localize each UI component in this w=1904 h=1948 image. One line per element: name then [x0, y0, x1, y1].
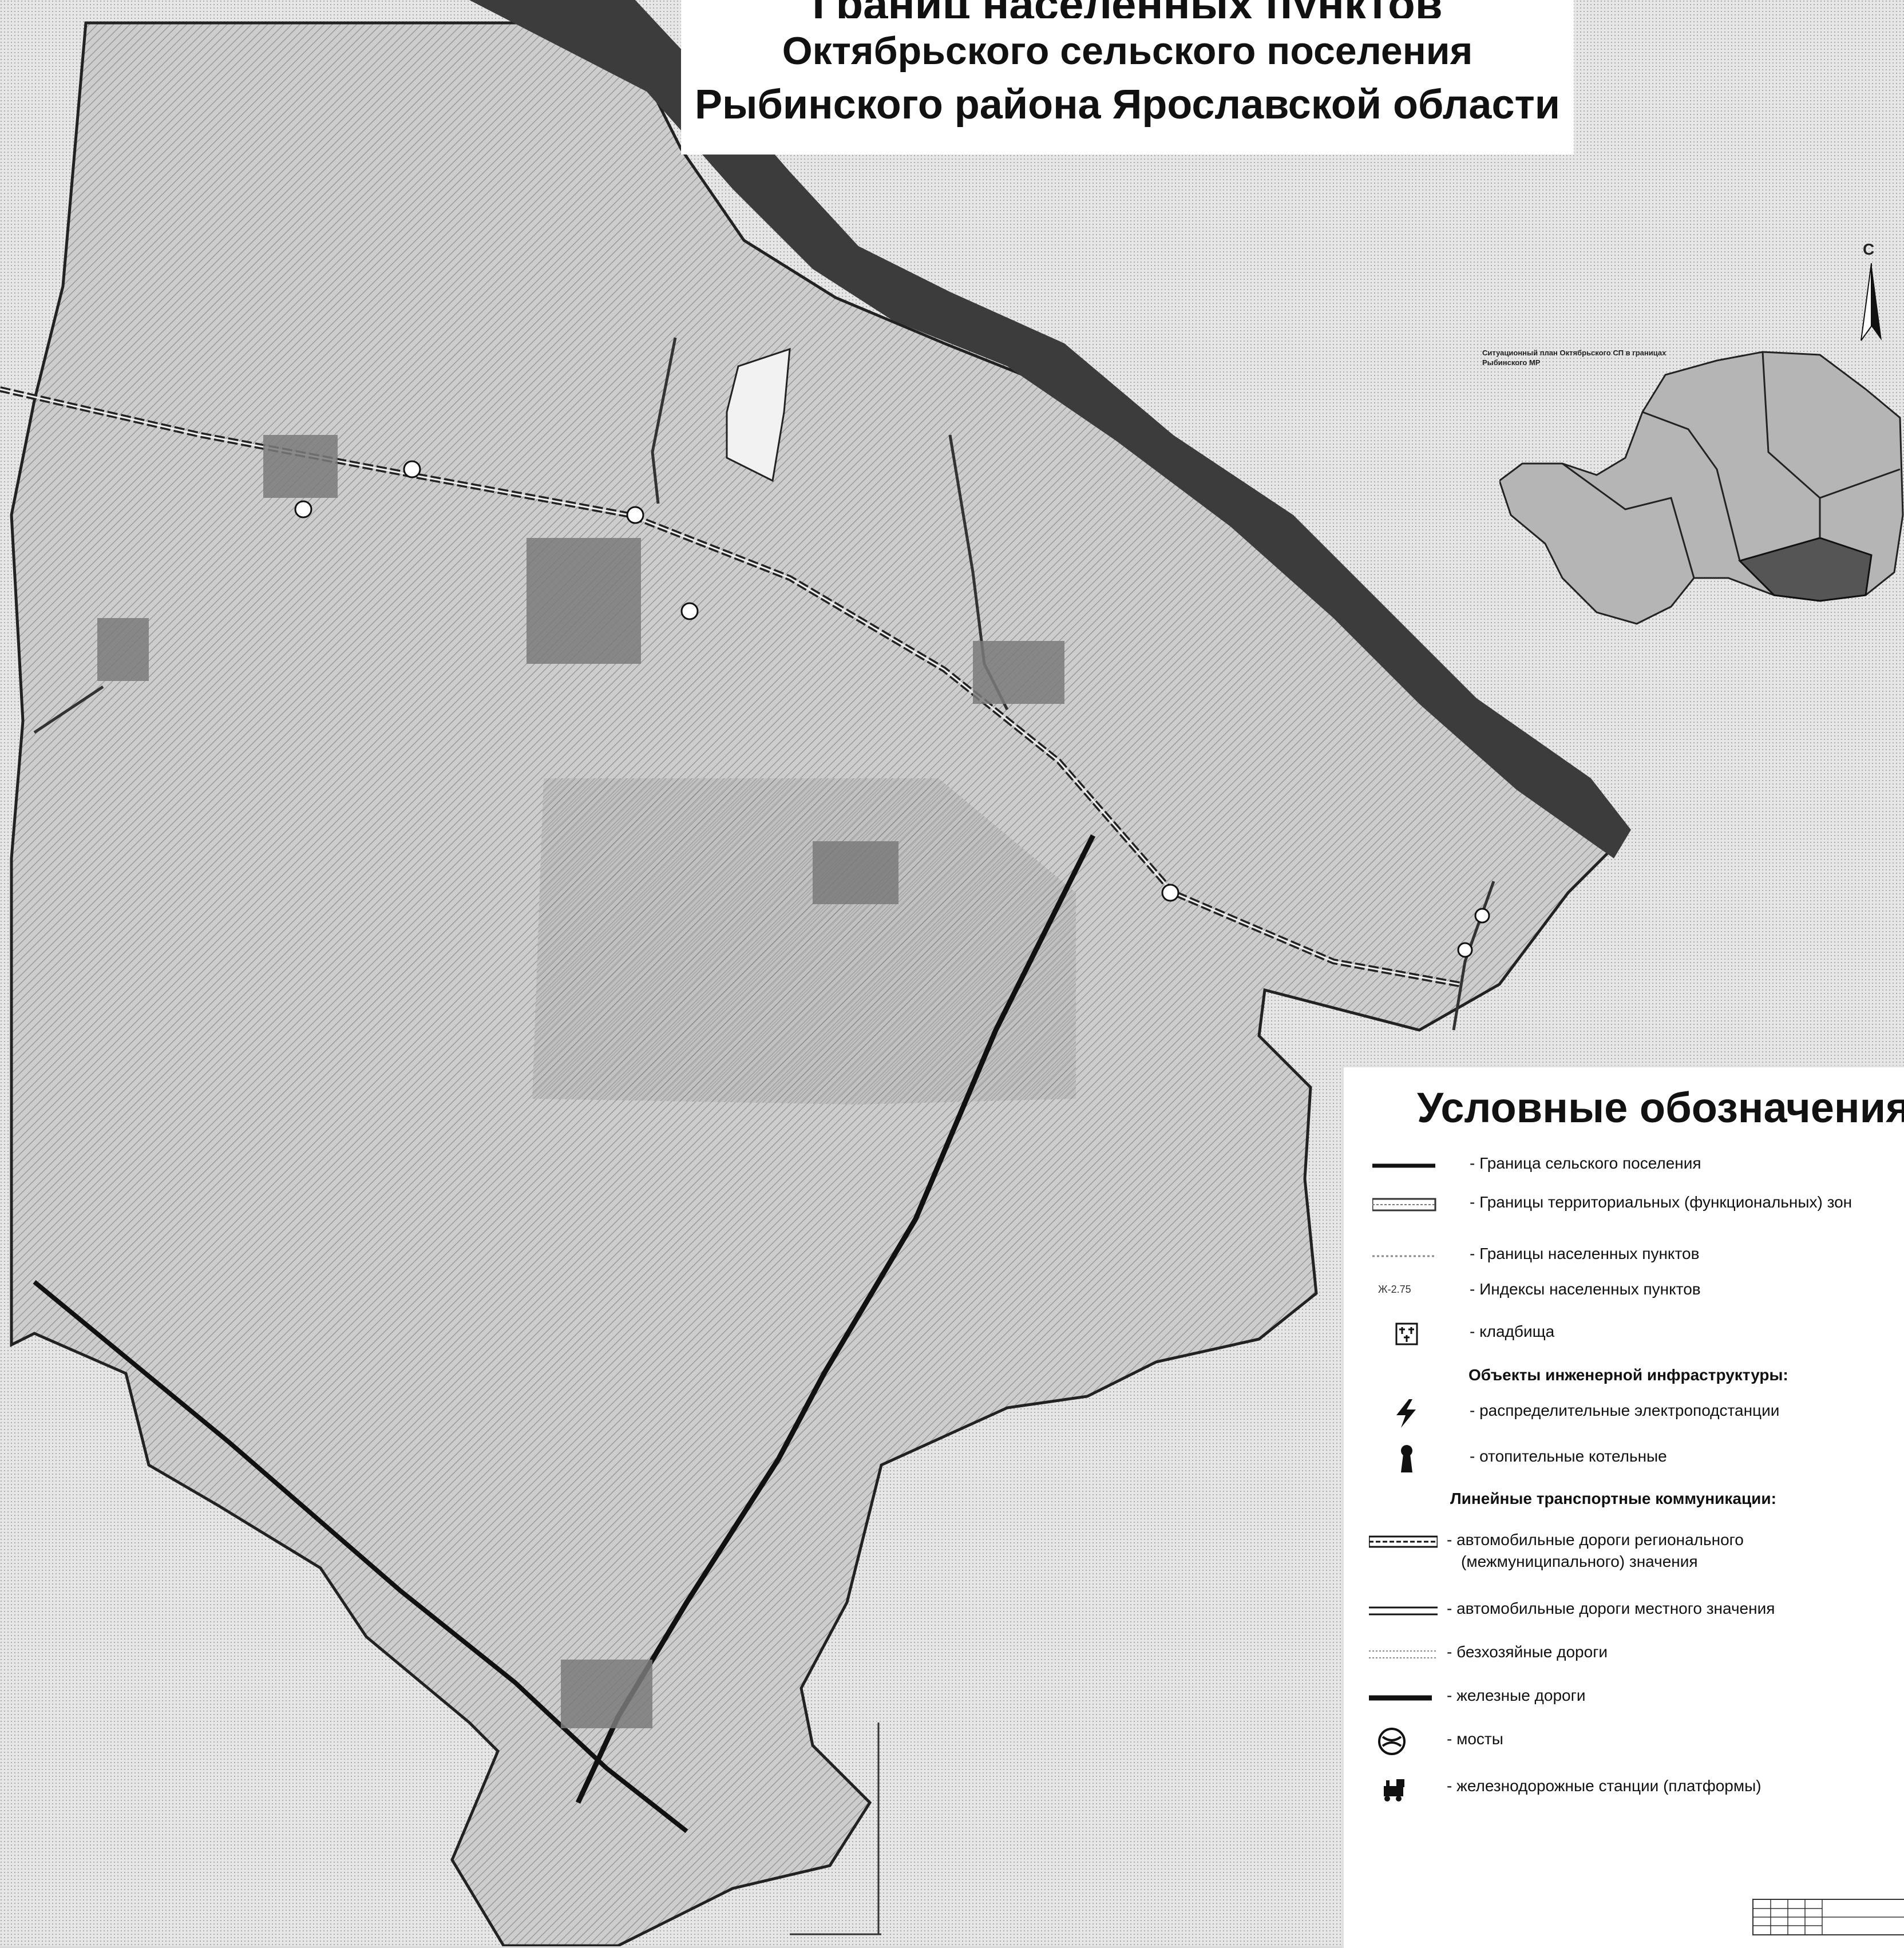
legend-row-settlement-boundary: - Граница сельского поселения	[1344, 1149, 1904, 1183]
legend-text: - отопительные котельные	[1470, 1447, 1667, 1465]
legend-text: - кладбища	[1470, 1323, 1555, 1340]
agricultural-block	[532, 778, 1076, 1104]
localities	[97, 435, 1064, 1728]
legend-row-locality-index: Ж-2.75 - Индексы населенных пунктов	[1344, 1274, 1904, 1309]
legend-text: - мосты	[1447, 1730, 1503, 1748]
zone-boundary-symbol	[1372, 1198, 1436, 1211]
local-road-symbol	[1369, 1606, 1438, 1616]
title-line-2: Рыбинского района Ярославской области	[694, 82, 1561, 128]
legend-text: - железнодорожные станции (платформы)	[1447, 1777, 1762, 1795]
legend-text: - Граница сельского поселения	[1470, 1154, 1701, 1172]
legend-text: - Границы населенных пунктов	[1470, 1245, 1700, 1262]
legend-text: - Границы территориальных (функциональны…	[1470, 1193, 1852, 1211]
legend-row-zone-boundary: - Границы территориальных (функциональны…	[1344, 1187, 1904, 1222]
legend-row-railway: - железные дороги	[1344, 1681, 1904, 1715]
legend-row-cemetery: - кладбища	[1344, 1317, 1904, 1351]
cemetery-icon	[1395, 1323, 1418, 1345]
legend-text: - автомобильные дороги местного значения	[1447, 1599, 1775, 1617]
ownerless-road-symbol	[1369, 1650, 1438, 1658]
white-lot	[726, 347, 791, 482]
map-title-panel: Границ населенных пунктов Октябрьского с…	[681, 0, 1574, 155]
north-letter: С	[1863, 240, 1875, 258]
legend-row-local-road: - автомобильные дороги местного значения	[1344, 1594, 1904, 1628]
legend-text-2: (межмуниципального) значения	[1461, 1553, 1698, 1570]
legend-text: - безхозяйные дороги	[1447, 1643, 1608, 1661]
legend-row-substation: - распределительные электроподстанции	[1344, 1396, 1904, 1430]
legend-row-bridge: - мосты	[1344, 1724, 1904, 1759]
legend-text: - Индексы населенных пунктов	[1470, 1280, 1701, 1298]
title-block-stamp	[1752, 1899, 1904, 1935]
regional-road-symbol	[1369, 1535, 1438, 1548]
situation-inset-map	[1499, 351, 1904, 625]
bridge-icon	[1378, 1728, 1406, 1755]
railway-symbol	[1369, 1695, 1432, 1701]
river	[469, 0, 1631, 858]
legend-section-infrastructure: Объекты инженерной инфраструктуры:	[1468, 1366, 1788, 1384]
legend-row-ownerless-road: - безхозяйные дороги	[1344, 1637, 1904, 1672]
inset-caption: Ситуационный план Октябрьского СП в гран…	[1482, 349, 1667, 367]
legend-text: - автомобильные дороги регионального	[1447, 1531, 1744, 1549]
title-line-1: Октябрьского сельского поселения	[782, 29, 1473, 73]
railway-2	[33, 1280, 688, 1834]
legend-text: - железные дороги	[1447, 1686, 1586, 1704]
legend-text: - распределительные электроподстанции	[1470, 1401, 1780, 1419]
legend-section-transport: Линейные транспортные коммуникации:	[1450, 1490, 1776, 1507]
bridges	[294, 460, 1490, 958]
legend-panel: Условные обозначения: - Граница сельског…	[1342, 1066, 1904, 1948]
legend-row-boiler: - отопительные котельные	[1344, 1442, 1904, 1476]
station-icon	[1384, 1779, 1404, 1801]
legend-row-locality-boundary: - Границы населенных пунктов	[1344, 1239, 1904, 1273]
substation-icon	[1396, 1399, 1416, 1428]
legend-row-station: - железнодорожные станции (платформы)	[1344, 1771, 1904, 1806]
legend-row-regional-road: - автомобильные дороги регионального (ме…	[1344, 1525, 1904, 1582]
boiler-icon	[1401, 1445, 1412, 1472]
title-line-0: Границ населенных пунктов	[681, 0, 1574, 18]
locality-boundary-symbol	[1372, 1255, 1435, 1257]
settlement-boundary-symbol	[1372, 1163, 1435, 1168]
river-bank	[635, 0, 1660, 830]
north-arrow-icon	[1861, 263, 1882, 341]
legend-title: Условные обозначения:	[1417, 1084, 1904, 1131]
locality-index-sample: Ж-2.75	[1378, 1284, 1411, 1295]
